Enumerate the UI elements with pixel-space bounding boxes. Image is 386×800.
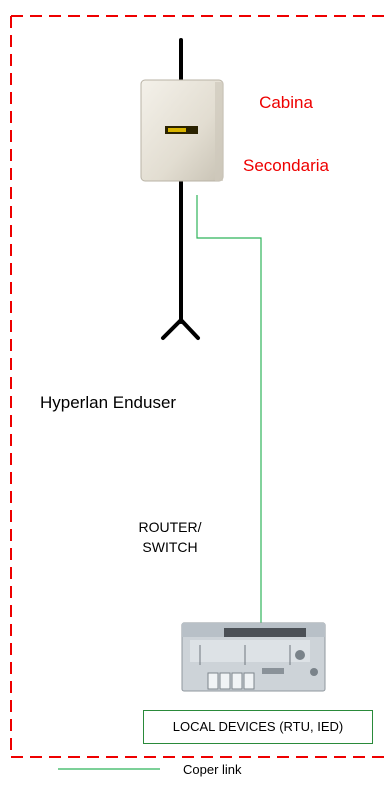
router-label: ROUTER/ SWITCH — [120, 517, 220, 557]
copper-link-line — [197, 195, 261, 626]
zone-title-line-1: Cabina — [216, 92, 356, 113]
legend-label: Coper link — [183, 762, 242, 777]
device-rack-icon — [182, 623, 325, 691]
antenna-label: Hyperlan Enduser — [40, 393, 176, 413]
antenna-panel-icon — [141, 80, 223, 181]
zone-title: Cabina Secondaria — [216, 50, 356, 197]
local-devices-box: LOCAL DEVICES (RTU, IED) — [143, 710, 373, 744]
zone-title-line-2: Secondaria — [216, 155, 356, 176]
